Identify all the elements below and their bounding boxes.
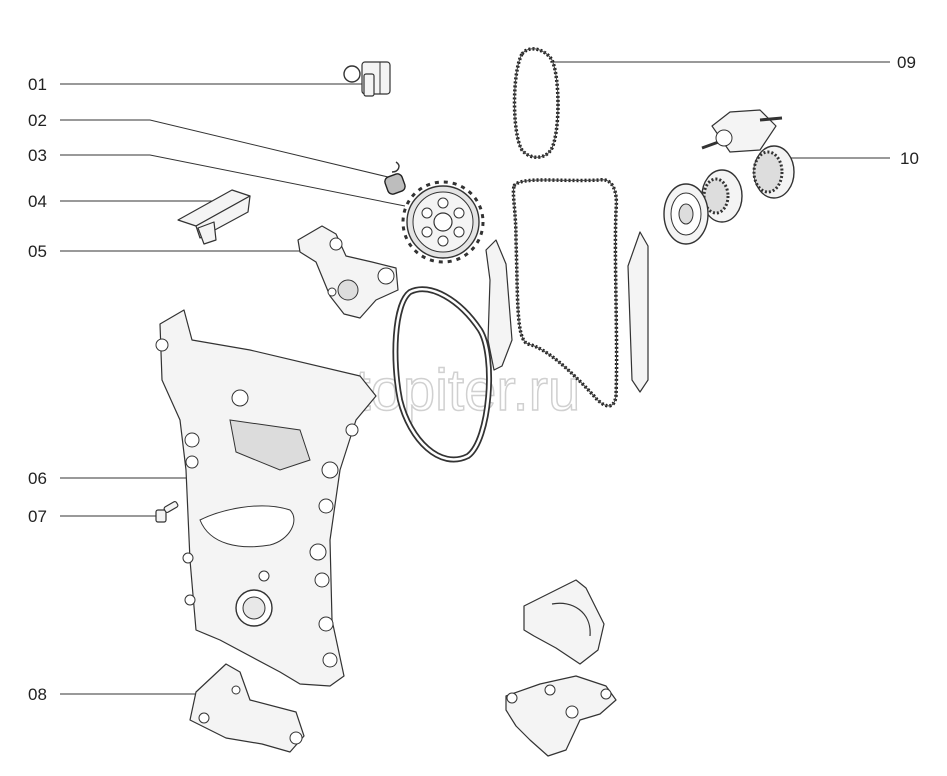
leader-03 <box>60 154 406 207</box>
part-04-bracket <box>177 189 251 245</box>
callout-05: 05 <box>28 242 47 261</box>
part-10-belt-tensioner <box>663 109 795 245</box>
callout-08: 08 <box>28 685 47 704</box>
part-09-small-chain <box>512 47 560 159</box>
part-drive-belt <box>392 286 492 463</box>
callout-01: 01 <box>28 75 47 94</box>
callout-02: 02 <box>28 111 47 130</box>
part-05-oil-pump <box>297 225 399 319</box>
callout-09: 09 <box>897 53 916 72</box>
part-02-clip <box>384 161 406 195</box>
callout-labels: 01 02 03 04 05 06 07 08 09 10 <box>28 53 919 704</box>
part-mount-assembly <box>505 675 617 757</box>
part-01-chain-tensioner <box>343 61 391 97</box>
part-chain-guide-right <box>627 231 649 393</box>
callout-04: 04 <box>28 192 47 211</box>
part-chain-guide-left <box>485 239 513 371</box>
callout-10: 10 <box>900 149 919 168</box>
part-08-mount-bracket <box>189 663 305 753</box>
part-06-timing-cover <box>155 309 377 687</box>
part-03-sprocket <box>401 180 485 264</box>
part-timing-chain <box>511 178 619 408</box>
leader-02 <box>60 119 389 178</box>
callout-03: 03 <box>28 146 47 165</box>
leader-lines <box>60 61 890 695</box>
callout-06: 06 <box>28 469 47 488</box>
callout-07: 07 <box>28 507 47 526</box>
part-support-bracket <box>523 579 605 665</box>
part-07-bolt <box>155 501 179 523</box>
